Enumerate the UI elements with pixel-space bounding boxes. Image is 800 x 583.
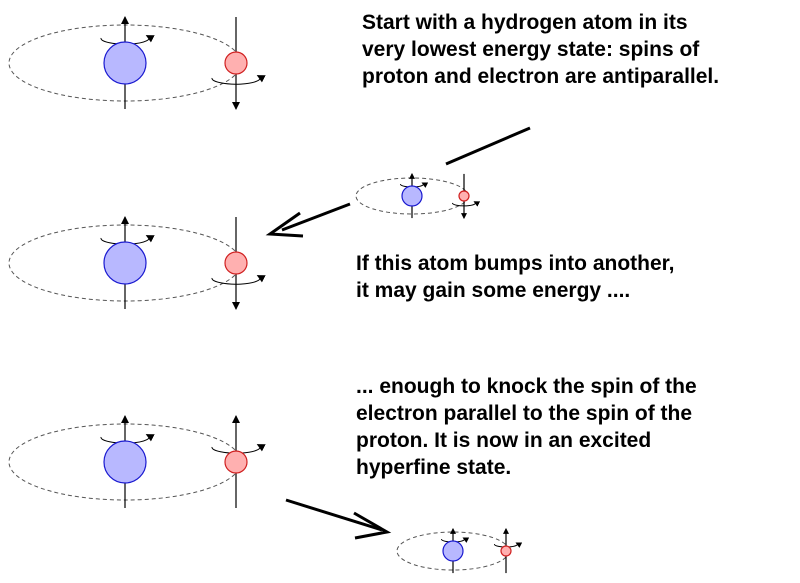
- proton: [103, 440, 147, 484]
- caption-line: Start with a hydrogen atom in its: [362, 11, 688, 34]
- caption-ground-state: Start with a hydrogen atom in its very l…: [362, 9, 719, 90]
- arrow-to-small-atom: [285, 498, 392, 540]
- proton: [103, 241, 147, 285]
- caption-line: proton and electron are antiparallel.: [362, 65, 720, 88]
- electron: [500, 545, 512, 557]
- atom-ground-state: [8, 16, 266, 110]
- electron: [224, 51, 248, 75]
- electron: [224, 450, 248, 474]
- caption-line: electron parallel to the spin of the: [356, 402, 693, 425]
- proton: [442, 540, 464, 562]
- caption-line: If this atom bumps into another,: [356, 252, 675, 275]
- caption-line: hyperfine state.: [356, 456, 512, 479]
- atom-excited-hyperfine: [8, 415, 266, 508]
- caption-line: proton. It is now in an excited: [356, 429, 652, 452]
- caption-line: ... enough to knock the spin of the: [356, 375, 697, 398]
- atom-energized: [8, 216, 266, 310]
- electron: [458, 190, 470, 202]
- atom-colliding: [355, 172, 481, 220]
- caption-excited-state: ... enough to knock the spin of the elec…: [356, 373, 697, 481]
- caption-line: very lowest energy state: spins of: [362, 38, 700, 61]
- electron: [224, 251, 248, 275]
- proton: [103, 41, 147, 85]
- caption-line: it may gain some energy ....: [356, 279, 631, 302]
- caption-collision: If this atom bumps into another, it may …: [356, 250, 675, 304]
- atom-emitter-small: [396, 527, 523, 574]
- arrow-to-energized-atom: [265, 202, 351, 238]
- proton: [401, 185, 423, 207]
- collision-line: [445, 126, 531, 166]
